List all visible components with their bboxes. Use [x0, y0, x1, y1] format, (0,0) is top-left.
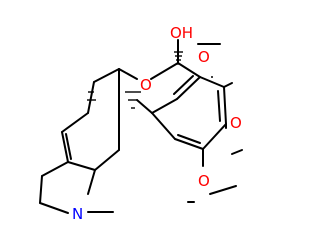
hashed-bond-ring-junction-h — [125, 91, 141, 109]
methoxy-oxygen-3-label: O — [198, 172, 210, 190]
bond-skeleton — [39, 39, 243, 214]
nitrogen-label: N — [72, 205, 83, 223]
methoxy-oxygen-2-label: O — [230, 114, 242, 132]
hydroxyl-label: OH — [170, 24, 193, 42]
methoxy-oxygen-1-label: O — [198, 48, 210, 66]
ring-oxygen-label: O — [140, 76, 152, 94]
molecule-structure-diagram: OH O N O O O — [39, 24, 243, 223]
